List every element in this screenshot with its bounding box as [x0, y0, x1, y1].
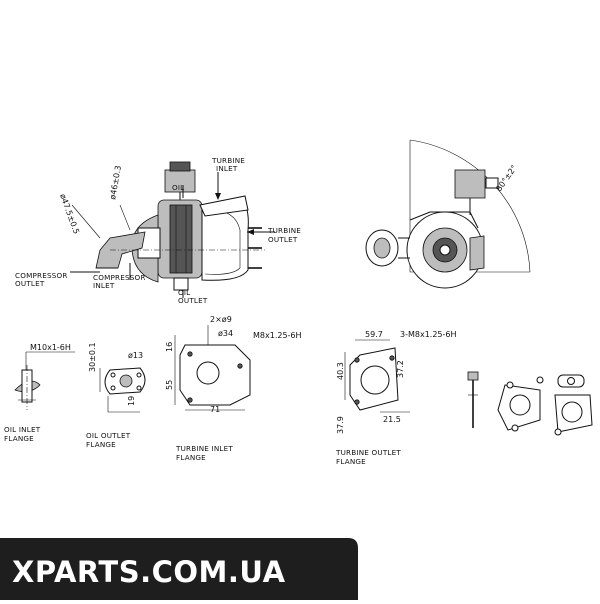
turbine-outlet-flange-label-2: FLANGE — [336, 457, 366, 466]
bearing-section — [169, 204, 193, 274]
turbine-inlet-flange: 2×ø9 ø34 M8x1.25-6H 16 55 71 TURBINE INL… — [165, 315, 302, 462]
compressor-inlet-label-2: INLET — [93, 281, 115, 290]
oil-inlet-flange-label-1: OIL INLET — [4, 425, 41, 434]
oil-outlet-flange-label-2: FLANGE — [86, 440, 116, 449]
oil-outlet-label-1: OIL — [178, 288, 190, 297]
oil-outlet-flange: ø13 30±0.1 19 OIL OUTLET FLANGE — [86, 342, 146, 449]
compressor-outlet-label-1: COMPRESSOR — [15, 271, 68, 280]
oil-inlet-label: OIL — [172, 183, 184, 192]
turbo-front-view: 80°±2° — [365, 139, 531, 289]
dim-59-7: 59.7 — [365, 330, 383, 339]
dim-m8: M8x1.25-6H — [253, 331, 302, 340]
dim-40-3: 40.3 — [336, 362, 345, 380]
turbine-outlet-label-1: TURBINE — [267, 226, 301, 235]
dim-d46: ø46±0.3 — [108, 165, 123, 201]
dim-3m8: 3-M8x1.25-6H — [400, 330, 457, 339]
dim-d19: 19 — [127, 396, 136, 406]
dim-37-2: 37.2 — [396, 360, 405, 378]
oil-outlet-label-2: OUTLET — [178, 296, 208, 305]
turbine-inlet-flange-label-2: FLANGE — [176, 453, 206, 462]
dim-2x9: 2×ø9 — [210, 315, 232, 324]
actuator-cap — [169, 161, 191, 172]
gasket-parts — [467, 371, 593, 436]
oil-outlet-flange-label-1: OIL OUTLET — [86, 431, 131, 440]
oil-inlet-flange: M10x1-6H OIL INLET FLANGE — [4, 343, 75, 443]
dim-d13: ø13 — [128, 351, 143, 360]
turbo-side-view: TURBINE INLET OIL TURBINE OUTLET COMPRES… — [15, 156, 301, 305]
turbine-outlet-flange-label-1: TURBINE OUTLET — [335, 448, 401, 457]
dim-d47-5: ø47.5±0.5 — [58, 193, 81, 236]
turbine-outlet-label-2: OUTLET — [268, 235, 298, 244]
dim-37-9: 37.9 — [336, 416, 345, 434]
turbine-outlet-flange: 59.7 3-M8x1.25-6H 40.3 37.2 21.5 37.9 TU… — [335, 330, 457, 466]
site-banner: XPARTS.COM.UA — [0, 538, 358, 600]
banner-background — [0, 538, 358, 600]
dim-d71: 71 — [210, 405, 220, 414]
oil-inlet-flange-label-2: FLANGE — [4, 434, 34, 443]
dim-d16: 16 — [165, 342, 174, 352]
dim-d34: ø34 — [218, 329, 233, 338]
dim-d30: 30±0.1 — [88, 342, 97, 372]
dim-m10: M10x1-6H — [30, 343, 71, 352]
front-actuator — [454, 169, 486, 199]
turbine-inlet-label-2: INLET — [216, 164, 238, 173]
turbine-inlet-label-1: TURBINE — [211, 156, 245, 165]
dim-d55: 55 — [165, 380, 174, 390]
compressor-outlet-label-2: OUTLET — [15, 279, 45, 288]
compressor-inlet-label-1: COMPRESSOR — [93, 273, 146, 282]
banner-text: XPARTS.COM.UA — [12, 555, 286, 589]
dim-21-5: 21.5 — [383, 415, 401, 424]
turbine-inlet-flange-label-1: TURBINE INLET — [175, 444, 233, 453]
